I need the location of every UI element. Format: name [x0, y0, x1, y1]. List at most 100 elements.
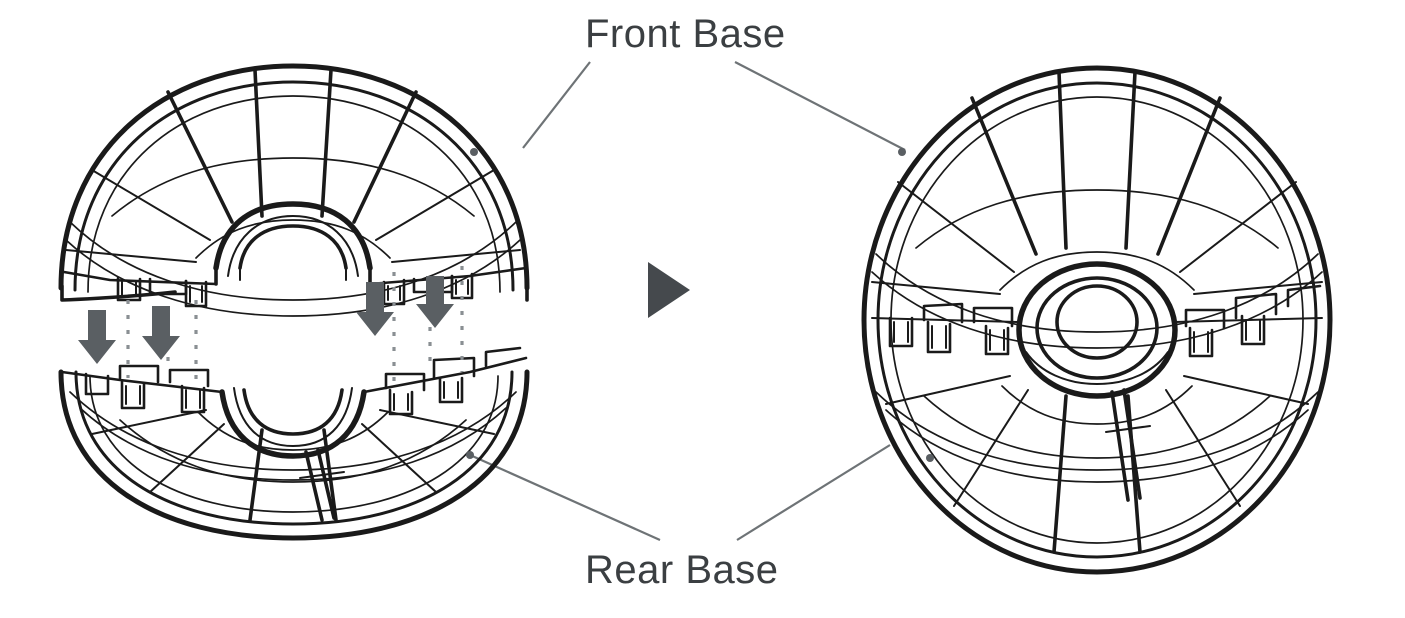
rear-socket-8	[432, 356, 476, 380]
front-rib-4	[352, 90, 418, 224]
rear-hub-outer	[219, 389, 367, 459]
rear-socket-7-detail	[393, 393, 409, 411]
front-tab-4-detail	[387, 285, 401, 301]
process-arrow	[648, 262, 690, 318]
assembled-outer-rim	[861, 65, 1333, 575]
assembled-rib-8	[1193, 281, 1323, 295]
front-base-label: Front Base	[585, 12, 786, 56]
assembled-tab-9-detail	[1245, 319, 1261, 341]
assembled-seam-left	[871, 317, 1020, 323]
assembled-rib-6	[1179, 181, 1297, 273]
assembled-tab-6	[1184, 308, 1226, 330]
assembled-band-lower-2	[885, 409, 1309, 483]
front-outer-rim-inner	[73, 80, 515, 292]
rear-socket-9-detail	[443, 381, 459, 399]
leader-rear-right	[736, 444, 891, 541]
rear-strut-1	[304, 450, 324, 522]
assembled-strut-2	[1122, 388, 1142, 500]
front-tab-3	[184, 279, 208, 308]
rear-rib-3	[149, 423, 225, 493]
rear-mate-edge-right	[362, 356, 528, 394]
assembled-hub-seam	[1025, 351, 1169, 385]
front-base-half	[58, 63, 530, 317]
rear-strut-cross	[299, 471, 345, 479]
rear-socket-9	[438, 376, 464, 404]
rear-socket-5-detail	[185, 389, 201, 409]
front-hub-outer	[213, 201, 373, 271]
rear-rib-4	[361, 423, 437, 493]
assembled-tab-3	[926, 320, 952, 354]
assembled-arc-upper-inner	[999, 251, 1195, 291]
front-rib-8	[391, 249, 521, 263]
assembly-arrow-4	[416, 276, 454, 328]
front-rib-5	[91, 169, 211, 241]
front-rib-1	[253, 68, 264, 218]
assembled-tab-group-left	[888, 302, 1014, 356]
rear-socket-3-detail	[125, 385, 141, 405]
rear-base-label: Rear Base	[585, 548, 778, 592]
rear-socket-3	[120, 380, 146, 410]
front-rib-6	[375, 169, 495, 241]
rear-strut-2	[316, 448, 336, 520]
front-tab-6-detail	[455, 279, 469, 295]
assembled-tab-7-detail	[1193, 331, 1209, 353]
assembled-tab-1	[888, 316, 914, 348]
assembled-tab-9	[1240, 314, 1266, 346]
front-hub-inner	[238, 224, 348, 270]
assembled-base	[861, 65, 1333, 575]
front-surface-marker	[470, 148, 478, 156]
assembled-strut-cross	[1105, 425, 1151, 433]
assembled-rib-9	[1052, 394, 1068, 554]
assembly-arrow-2	[142, 306, 180, 360]
front-rib-3	[166, 90, 234, 224]
leader-rear-left	[469, 453, 661, 542]
front-inner-arc	[195, 219, 391, 259]
assembled-arc-lower-inner	[1001, 385, 1193, 425]
front-outer-rim	[58, 63, 530, 291]
rear-socket-4	[168, 368, 210, 388]
rear-socket-5	[180, 384, 206, 414]
assembled-seam-right	[1174, 317, 1323, 323]
leader-front-left	[522, 61, 591, 149]
rear-surface-marker	[466, 451, 474, 459]
rear-outer-rim	[58, 369, 530, 541]
assembled-tab-5	[984, 324, 1010, 356]
assembled-marker-top	[898, 148, 906, 156]
assembled-tab-2	[922, 302, 964, 324]
assembled-rib-12	[1165, 389, 1241, 507]
rear-socket-1	[84, 372, 110, 396]
assembled-arc-upper	[915, 189, 1279, 249]
rear-socket-2	[118, 364, 160, 384]
rear-inner-arc	[197, 411, 389, 451]
rear-hub-mid	[233, 387, 353, 447]
assembled-outer-rim-inner	[876, 81, 1318, 559]
assembled-rib-14	[1183, 375, 1309, 405]
assembled-rib-11	[953, 389, 1029, 507]
rear-rib-1	[248, 428, 264, 522]
assembled-arc-lower	[923, 395, 1271, 459]
front-rib-7	[65, 249, 197, 263]
assembled-rib-4	[1156, 96, 1222, 256]
rear-base-half	[58, 346, 530, 541]
assembled-rib-1	[1057, 70, 1068, 250]
rear-rib-5	[91, 409, 207, 435]
assembly-arrow-group	[78, 266, 464, 382]
rear-rim-third	[89, 375, 499, 513]
rear-flange-band-2	[79, 407, 507, 481]
rear-mid-arc	[119, 419, 467, 483]
front-mid-arc	[111, 157, 475, 217]
assembled-rib-2	[1124, 70, 1137, 250]
rear-socket-group-right	[384, 346, 522, 416]
assembled-tab-8	[1234, 292, 1278, 320]
rear-socket-10	[484, 346, 522, 368]
assembled-tab-3-detail	[931, 325, 947, 349]
rear-socket-7	[388, 388, 414, 416]
rear-socket-group-left	[84, 364, 210, 414]
assembled-tab-1-detail	[893, 321, 909, 343]
front-tab-1-detail	[121, 281, 137, 297]
assembled-tab-7	[1188, 326, 1214, 358]
assembled-tab-group-right	[1184, 284, 1322, 358]
front-rim-third	[87, 95, 501, 293]
